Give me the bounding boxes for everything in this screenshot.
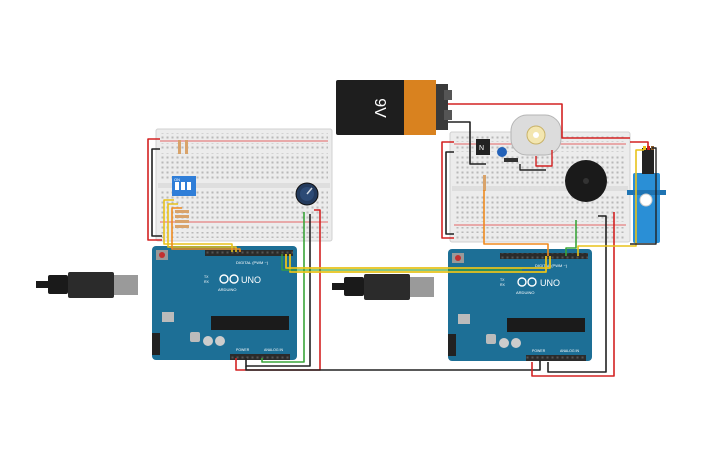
wire-red-right-power	[531, 212, 615, 377]
wire-black-right-rail	[445, 151, 454, 235]
wire-black-pot	[245, 214, 311, 367]
wire-yellow-serial-1	[285, 254, 551, 269]
wires	[147, 103, 657, 377]
wire-orange-dip-3	[171, 207, 241, 252]
dc-motor[interactable]	[510, 114, 562, 156]
wire-yellow-serial-2	[289, 254, 547, 273]
wire-red-right-rail	[441, 141, 454, 239]
arduino-right-power-label: POWER	[532, 349, 546, 353]
wire-black-servo	[630, 147, 657, 245]
arduino-uno-right[interactable]: DIGITAL (PWM ~) UNO ARDUINO TX RX POWER …	[448, 249, 592, 361]
dip-switch[interactable]: ON	[172, 176, 196, 196]
arduino-uno-left[interactable]: DIGITAL (PWM ~) UNO ARDUINO TX RX POWER …	[152, 246, 297, 360]
wire-black-left-top	[151, 148, 162, 237]
battery-9v[interactable]: 9V	[336, 80, 452, 135]
arduino-right-model: UNO	[540, 278, 560, 288]
transistor-label: N	[479, 145, 484, 152]
piezo-buzzer[interactable]	[565, 160, 607, 202]
usb-cable-left	[36, 272, 138, 298]
arduino-left-tx: TX	[204, 275, 209, 279]
usb-cable-right	[332, 274, 434, 300]
arduino-right-logo	[517, 277, 537, 287]
arduino-left-rx: RX	[204, 280, 210, 284]
arduino-left-power-label: POWER	[236, 348, 250, 352]
potentiometer[interactable]	[295, 182, 319, 206]
wire-black-ground-link	[245, 360, 541, 371]
wire-black-right-buzzer	[547, 215, 607, 373]
transistor[interactable]: N	[476, 139, 490, 155]
wire-red-left-top	[147, 138, 162, 241]
wire-green-pot	[261, 212, 305, 363]
battery-label: 9V	[371, 98, 388, 118]
wire-orange-right	[483, 190, 549, 256]
arduino-right-analog-label: ANALOG IN	[560, 349, 580, 353]
arduino-right-header-label: DIGITAL (PWM ~)	[535, 263, 568, 268]
wire-red-servo	[630, 141, 649, 148]
resistor-right	[483, 175, 486, 191]
wire-green-serial	[281, 254, 522, 271]
arduino-right-tx: TX	[500, 278, 505, 282]
wire-black-battery	[448, 121, 486, 165]
wire-red-battery	[448, 103, 630, 139]
wire-red-motor	[535, 150, 553, 167]
servo-motor[interactable]	[627, 146, 666, 243]
wire-yellow-servo	[577, 149, 644, 256]
arduino-left-analog-label: ANALOG IN	[264, 348, 284, 352]
wire-black-motor	[519, 164, 546, 171]
wire-green-right	[565, 220, 577, 256]
arduino-left-logo-text: ARDUINO	[218, 287, 236, 292]
resistor-array-left	[175, 140, 189, 228]
arduino-right-logo-text: ARDUINO	[516, 290, 534, 295]
arduino-right-rx: RX	[500, 283, 506, 287]
arduino-left-header-label: DIGITAL (PWM ~)	[236, 260, 269, 265]
diode	[504, 158, 518, 162]
arduino-left-logo	[219, 274, 239, 284]
capacitor	[497, 147, 507, 157]
dip-switch-label: ON	[174, 177, 180, 182]
arduino-left-model: UNO	[241, 275, 261, 285]
